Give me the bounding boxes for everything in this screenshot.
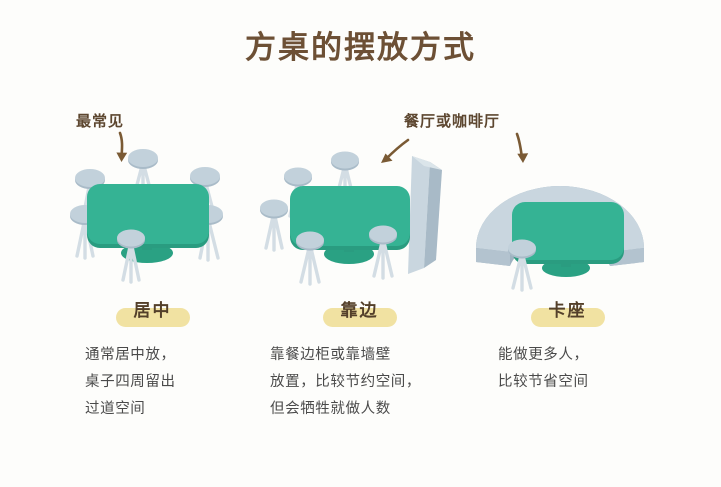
annotation-restaurant-cafe: 餐厅或咖啡厅 (404, 113, 501, 130)
caption-line: 过道空间 (85, 401, 146, 417)
caption-line: 能做更多人， (498, 347, 589, 363)
pill-text: 居中 (133, 301, 172, 320)
stool (331, 151, 359, 204)
pill-label-center: 居中 (45, 296, 260, 330)
stool (369, 225, 397, 280)
pill-background (322, 308, 397, 327)
pill-text: 卡座 (548, 301, 587, 320)
illustration-table-beside-wall-cabinet (252, 140, 467, 290)
caption-against-wall: 靠餐边柜或靠墙壁 放置，比较节约空间， 但会牺牲就做人数 (252, 342, 467, 423)
pill-background (115, 308, 190, 327)
caption-line: 比较节省空间 (498, 374, 589, 390)
stool (128, 149, 158, 204)
stool (508, 239, 536, 292)
column-booth: 卡座 能做更多人， 比较节省空间 (460, 140, 675, 396)
caption-booth: 能做更多人， 比较节省空间 (460, 342, 675, 396)
column-center: 居中 通常居中放， 桌子四周留出 过道空间 (45, 140, 260, 423)
stool (190, 167, 220, 222)
stool (296, 231, 324, 286)
arrow-down-left-icon (378, 138, 412, 168)
pill-label-booth: 卡座 (460, 296, 675, 330)
caption-line: 桌子四周留出 (85, 374, 176, 390)
wall-cabinet (408, 156, 442, 274)
illustration-table-with-six-stools (45, 140, 260, 290)
square-table (512, 202, 624, 277)
pill-background (530, 308, 605, 327)
caption-line: 但会牺牲就做人数 (270, 401, 391, 417)
stool (260, 199, 288, 252)
arrow-down-right-icon (508, 132, 536, 166)
stool (117, 229, 145, 284)
illustration-table-in-curved-booth (460, 140, 675, 292)
pill-text: 靠边 (340, 301, 379, 320)
caption-line: 靠餐边柜或靠墙壁 (270, 347, 391, 363)
caption-line: 放置，比较节约空间， (270, 374, 421, 390)
page-title: 方桌的摆放方式 (245, 30, 476, 65)
caption-line: 通常居中放， (85, 347, 176, 363)
caption-center: 通常居中放， 桌子四周留出 过道空间 (45, 342, 260, 423)
square-table (87, 184, 209, 263)
stool (75, 169, 105, 222)
annotation-most-common: 最常见 (76, 113, 125, 130)
column-against-wall: 靠边 靠餐边柜或靠墙壁 放置，比较节约空间， 但会牺牲就做人数 (252, 140, 467, 423)
arrow-down-icon (108, 131, 136, 165)
pill-label-against-wall: 靠边 (252, 296, 467, 330)
